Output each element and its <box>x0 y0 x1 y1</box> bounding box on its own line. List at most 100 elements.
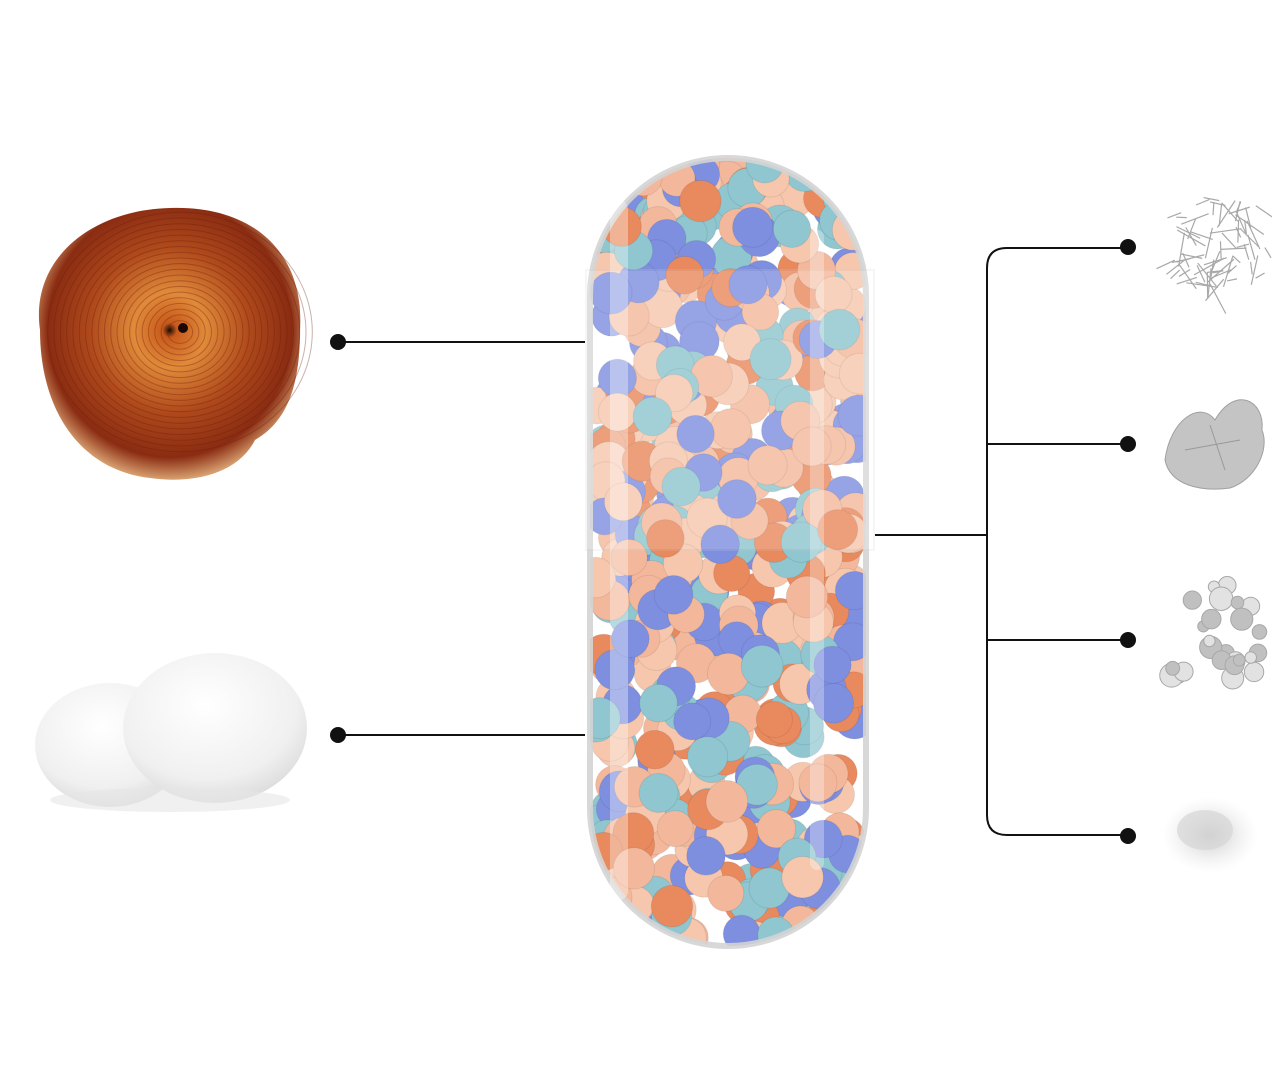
herb-strand <box>1226 265 1237 275</box>
herb-flower <box>1165 660 1181 676</box>
capsule-bead <box>638 772 679 813</box>
herb-strand <box>1235 214 1265 235</box>
capsule-bead <box>740 644 784 688</box>
capsule-bead <box>772 209 812 248</box>
connector-dot <box>1120 632 1136 648</box>
connector-dot <box>1120 436 1136 452</box>
herb-strand <box>1187 217 1197 240</box>
reishi-ring <box>59 223 301 441</box>
herb-strand <box>1247 234 1256 260</box>
capsule-bead <box>831 898 866 941</box>
reishi-ring <box>154 308 206 356</box>
capsule-bead <box>791 426 832 467</box>
herb-strand <box>1186 282 1219 288</box>
capsule-bead <box>732 206 774 248</box>
herb-strand <box>1171 258 1190 263</box>
lions-mane-mushroom-image <box>35 653 307 812</box>
capsule-bead <box>813 645 852 684</box>
dried-herb-strands-image <box>1156 196 1272 314</box>
herb-strand <box>1221 202 1239 222</box>
herb-flower <box>1244 651 1258 664</box>
reishi-ring <box>110 268 250 396</box>
right-connector-tree <box>875 247 1128 836</box>
reishi-ring <box>66 228 294 436</box>
reishi-ring <box>129 285 231 379</box>
reishi-ring <box>135 291 225 373</box>
herb-strand <box>1264 247 1272 259</box>
reishi-ring <box>116 274 244 390</box>
capsule-bead <box>650 885 694 928</box>
connector-dot <box>330 727 346 743</box>
herb-strand <box>1236 243 1250 249</box>
reishi-ring <box>166 320 194 344</box>
herb-strand <box>1196 265 1206 283</box>
reishi-ring <box>85 246 275 418</box>
capsule-bead <box>817 509 859 551</box>
herb-strand <box>1228 206 1250 215</box>
capsule-bead <box>756 809 797 849</box>
herb-strand <box>1170 269 1181 280</box>
connector-dot <box>1120 828 1136 844</box>
herb-strand <box>1239 228 1259 248</box>
capsule-bead <box>646 519 685 558</box>
herb-strand <box>1243 243 1250 260</box>
capsule-bead <box>632 396 673 437</box>
herb-strand <box>1250 261 1253 275</box>
white-powder-image <box>1162 797 1258 873</box>
herb-strand <box>1167 212 1182 219</box>
herb-strand <box>1176 276 1198 285</box>
capsule <box>585 155 875 949</box>
herb-strand <box>1235 211 1247 234</box>
herb-strand <box>1244 219 1247 235</box>
capsule-bead <box>717 479 757 519</box>
capsule-bead <box>665 255 705 295</box>
capsule-bead <box>818 308 861 351</box>
herb-strand <box>1203 196 1220 202</box>
capsule-bead <box>705 780 749 823</box>
herb-strand <box>1189 231 1213 240</box>
reishi-ring <box>47 211 313 453</box>
left-connector-lions-mane <box>330 727 585 743</box>
herb-strand <box>1246 220 1261 250</box>
connector-dot <box>330 334 346 350</box>
herb-strand <box>1219 241 1222 259</box>
capsule-bead <box>700 524 740 565</box>
reishi-ring <box>141 297 219 367</box>
capsule-bead <box>673 702 712 741</box>
herb-strand <box>1226 278 1238 282</box>
herb-flower <box>1203 634 1216 648</box>
herb-strand <box>1220 247 1247 250</box>
reishi-ring <box>91 251 269 413</box>
capsule-bead <box>610 619 650 659</box>
reishi-ring <box>72 234 288 430</box>
capsule-bead <box>822 158 860 193</box>
herb-strand <box>1232 255 1241 264</box>
herb-strand <box>1204 227 1213 259</box>
reishi-ring <box>78 240 282 424</box>
capsule-bead <box>590 897 631 939</box>
herb-flower <box>1208 586 1234 611</box>
herb-strand <box>1237 219 1240 243</box>
herb-strand <box>1250 255 1259 286</box>
capsule-bead <box>594 158 634 182</box>
herb-strand <box>1212 202 1215 216</box>
herb-strand <box>1181 253 1203 259</box>
capsule-bead <box>590 556 617 599</box>
herb-strand <box>1218 203 1223 226</box>
herb-strand <box>1181 213 1209 225</box>
capsule-bead <box>838 352 866 395</box>
reishi-ring <box>53 217 307 447</box>
herb-strand <box>1193 257 1225 276</box>
capsule-bead <box>610 538 648 577</box>
flowering-herb-image <box>1159 576 1268 690</box>
capsule-bead <box>707 874 745 912</box>
capsule-bead <box>781 855 824 899</box>
reishi-ring <box>97 257 263 407</box>
herb-strand <box>1156 259 1176 270</box>
herb-strand <box>1216 200 1236 228</box>
capsule-bead <box>653 574 694 615</box>
capsule-bead <box>590 907 618 946</box>
mint-leaves-image <box>1164 399 1265 490</box>
herb-flower <box>1232 653 1246 667</box>
